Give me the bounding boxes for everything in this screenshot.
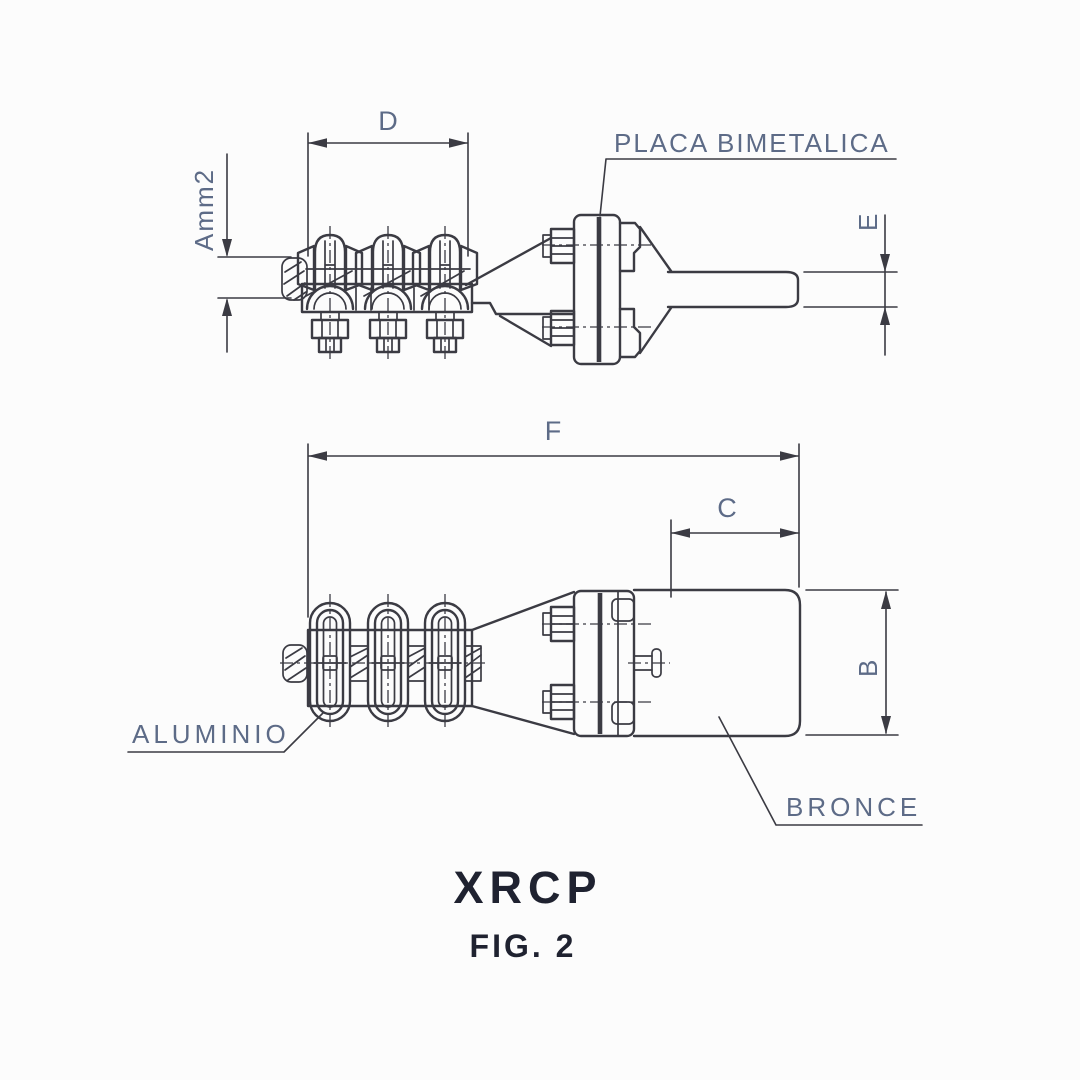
dimension-c: C bbox=[670, 493, 800, 598]
dimension-b: B bbox=[805, 589, 899, 736]
dimension-a-label: Amm2 bbox=[189, 168, 219, 251]
dimension-d: D bbox=[307, 106, 469, 257]
aluminum-label: ALUMINIO bbox=[132, 719, 290, 749]
dimension-d-label: D bbox=[378, 106, 398, 136]
bimetal-plate-side bbox=[542, 213, 673, 366]
clamp-assemblies-side bbox=[296, 226, 479, 362]
clamp-assembly-plan bbox=[308, 594, 352, 731]
callout-bimetal-plate: PLACA BIMETALICA bbox=[599, 128, 897, 217]
clamp-assembly-side bbox=[411, 226, 479, 362]
figure-title: XRCP bbox=[453, 862, 602, 913]
bimetal-plate-plan bbox=[542, 589, 670, 738]
dimension-e-label: E bbox=[853, 212, 883, 231]
blade-side bbox=[666, 270, 800, 309]
dimension-f-label: F bbox=[545, 416, 562, 446]
dimension-b-label: B bbox=[853, 658, 883, 677]
clamp-assemblies-plan bbox=[308, 594, 467, 731]
dimension-c-label: C bbox=[717, 493, 737, 523]
callout-bronze: BRONCE bbox=[718, 716, 923, 826]
clamp-assembly-plan bbox=[423, 594, 467, 731]
clamp-assembly-side bbox=[354, 226, 422, 362]
title-block: XRCP FIG. 2 bbox=[453, 862, 602, 964]
transition-side bbox=[464, 236, 576, 348]
side-view: D Amm2 bbox=[189, 106, 898, 366]
clamp-body-plan bbox=[306, 628, 474, 708]
figure-caption: FIG. 2 bbox=[470, 928, 577, 964]
dimension-e: E bbox=[803, 212, 898, 356]
bronze-label: BRONCE bbox=[786, 792, 921, 822]
conductor-stub-side bbox=[281, 257, 308, 301]
dimension-conductor-area: Amm2 bbox=[189, 153, 292, 353]
dimension-f: F bbox=[307, 416, 800, 618]
callout-aluminum: ALUMINIO bbox=[127, 712, 324, 753]
clamp-body-side bbox=[300, 282, 474, 314]
bimetal-plate-label: PLACA BIMETALICA bbox=[614, 128, 890, 158]
plan-view: F C bbox=[127, 416, 923, 826]
clamp-assembly-side bbox=[296, 226, 364, 362]
transition-plan bbox=[470, 590, 576, 736]
bronze-pad-plan bbox=[632, 588, 802, 738]
clamp-assembly-plan bbox=[366, 594, 410, 731]
